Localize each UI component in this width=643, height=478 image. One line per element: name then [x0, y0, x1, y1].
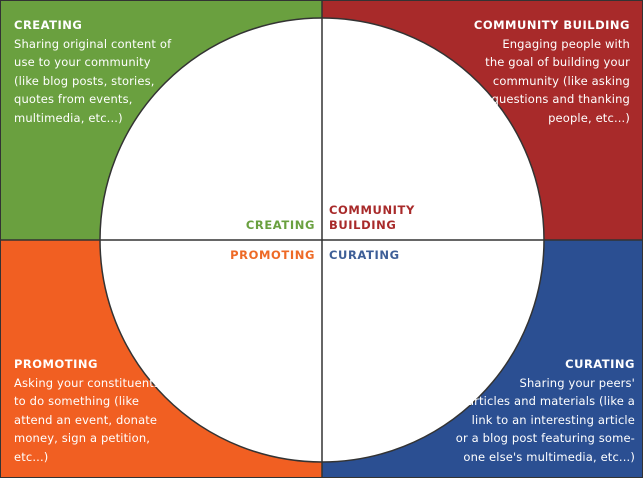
- curating-text-block: CURATING Sharing your peers' articles an…: [456, 355, 635, 467]
- creating-text-block: CREATING Sharing original content of use…: [14, 16, 171, 128]
- community-building-text-block: COMMUNITY BUILDING Engaging people with …: [474, 16, 630, 128]
- creating-description: Sharing original content of use to your …: [14, 36, 172, 125]
- center-label-creating: CREATING: [245, 218, 315, 232]
- center-label-curating: CURATING: [329, 248, 400, 262]
- community-building-description: Engaging people with the goal of buildin…: [485, 36, 630, 125]
- curating-title: CURATING: [565, 357, 635, 371]
- center-label-community-building: COMMUNITY BUILDING: [329, 203, 415, 232]
- promoting-title: PROMOTING: [14, 357, 98, 371]
- creating-title: CREATING: [14, 18, 83, 32]
- promoting-description: Asking your constituents to do something…: [14, 375, 161, 464]
- center-label-promoting: PROMOTING: [230, 248, 315, 262]
- curating-description: Sharing your peers' articles and materia…: [455, 375, 635, 464]
- community-building-title: COMMUNITY BUILDING: [473, 18, 630, 32]
- promoting-text-block: PROMOTING Asking your constituents to do…: [14, 355, 160, 467]
